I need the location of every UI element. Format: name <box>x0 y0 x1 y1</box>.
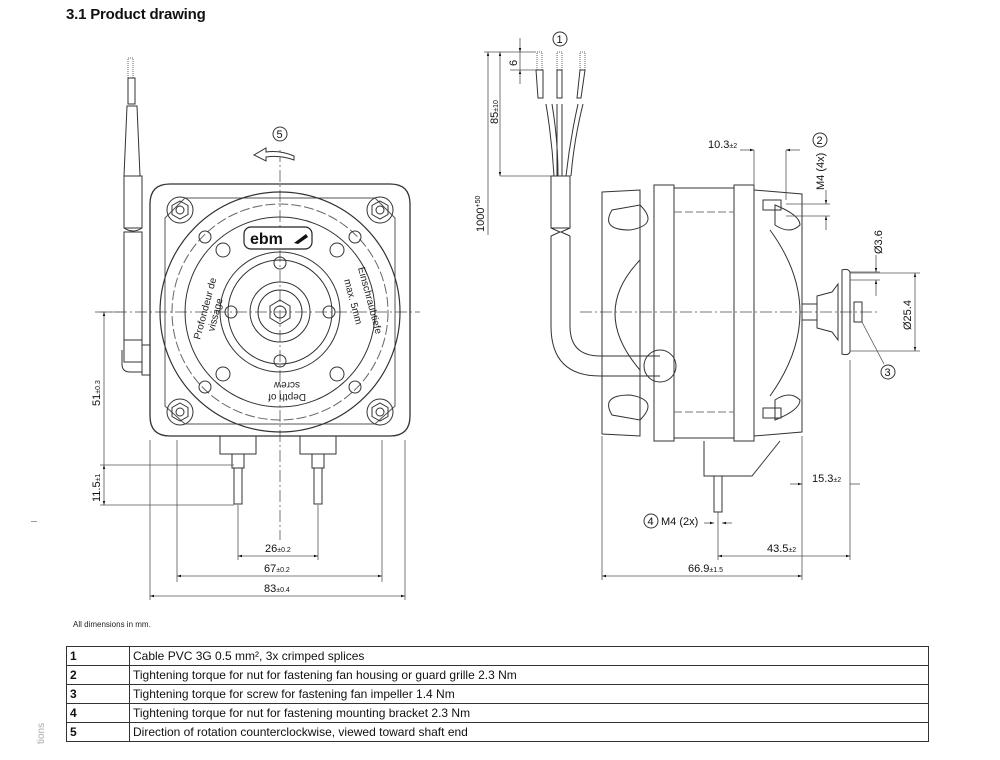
section-title: 3.1 Product drawing <box>66 6 206 23</box>
clamp-band-left <box>653 184 675 442</box>
svg-text:1: 1 <box>557 34 563 46</box>
corner-nut-top-right <box>366 196 394 224</box>
callout-2: 2 <box>812 132 828 148</box>
motor-housing <box>149 183 411 437</box>
svg-text:2: 2 <box>817 135 823 147</box>
callout-5: 5 <box>252 126 295 162</box>
engraving-bottom-line1: Depth of <box>268 391 306 402</box>
dim-67: 67±0.2 <box>264 563 290 575</box>
dimensions-note: All dimensions in mm. <box>73 620 151 629</box>
callout-1: 1 <box>552 31 568 47</box>
housing-rear <box>601 189 641 437</box>
dim-m4-4x: M4 (4x) <box>815 153 827 190</box>
dim-15-3: 15.3±2 <box>812 473 841 485</box>
corner-nut-top-left <box>166 196 194 224</box>
dim-6: 6 <box>508 60 520 66</box>
margin-mark <box>31 521 37 522</box>
callout-4: 4 <box>643 513 659 529</box>
dim-66-9: 66.9±1.5 <box>688 563 723 575</box>
cable-wires <box>535 51 660 377</box>
callout-3: 3 <box>880 364 896 380</box>
engraving-right-line1: Einschraubtiefe <box>355 266 384 336</box>
dim-dia-3-6: Ø3.6 <box>873 230 885 254</box>
front-view <box>95 57 420 540</box>
dim-85: 85±10 <box>489 100 501 124</box>
rotation-arrow-icon <box>252 147 295 162</box>
dim-10-3: 10.3±2 <box>708 139 737 151</box>
product-drawing: ebm Profondeur de vissage Einschraubtief… <box>91 31 920 600</box>
dim-m4-2x: M4 (2x) <box>661 516 698 528</box>
dim-11-5: 11.5±1 <box>91 474 103 502</box>
dim-51: 51±0.3 <box>91 380 103 406</box>
logo-text: ebm <box>250 231 283 248</box>
mounting-stud-right <box>299 435 337 505</box>
side-view <box>535 51 880 513</box>
hub <box>816 282 839 342</box>
mounting-stud-left <box>219 435 257 505</box>
corner-nut-bottom-right <box>366 398 394 426</box>
dim-26: 26±0.2 <box>265 543 291 555</box>
clamp-band-right <box>733 184 755 442</box>
mounting-bracket <box>703 440 781 477</box>
engraving-bottom-line2: screw <box>273 379 300 390</box>
svg-text:5: 5 <box>277 129 283 141</box>
shaft-nut <box>269 299 291 325</box>
dim-dia-25-4: Ø25.4 <box>902 300 914 330</box>
dim-83: 83±0.4 <box>264 583 290 595</box>
mounting-stud-side <box>713 475 723 513</box>
corner-nut-bottom-left <box>166 398 194 426</box>
cable-probe <box>121 57 151 376</box>
dim-43-5: 43.5±2 <box>767 543 796 555</box>
svg-text:3: 3 <box>885 367 891 379</box>
margin-text: tions <box>36 722 47 744</box>
dim-1000: 1000+50 <box>475 196 487 232</box>
svg-text:4: 4 <box>648 516 654 528</box>
ebm-logo: ebm <box>243 226 313 250</box>
